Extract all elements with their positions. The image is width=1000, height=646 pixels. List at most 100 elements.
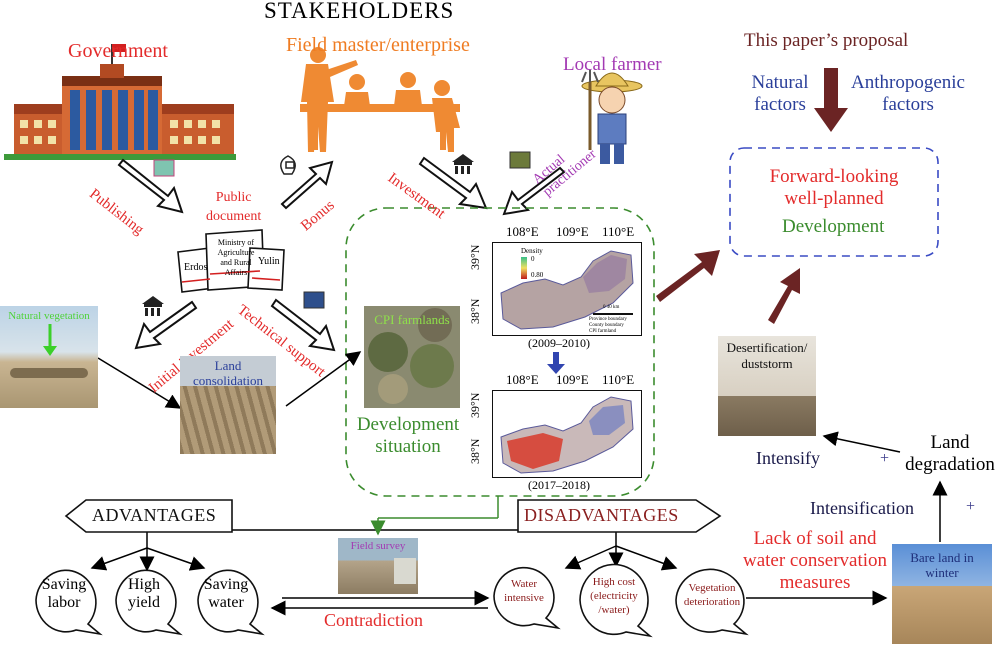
speech-bubbles [35,563,749,638]
map-2009-2010: 108°E 109°E 110°E 39°N 38°N Density 0 0.… [466,224,646,354]
lat-39-label: 39°N [468,392,482,418]
government-building-icon [4,44,236,160]
map-frame: Density 0 0.80 0 40 km Province boundary… [492,242,642,336]
map-down-arrow [547,352,565,374]
saving-labor-line-2: labor [47,594,81,611]
vegetation-line-1: Vegetation [688,582,736,594]
green-pointer-arrow [43,324,57,356]
land-consolidation-line-2: consolidation [192,373,264,388]
lon-108-label: 108°E [506,224,539,239]
anthropogenic-line-2: factors [882,94,934,115]
water-intensive-line-2: intensive [504,592,544,604]
density-min-label: 0 [531,255,535,263]
scale-label: 0 40 km [603,305,620,310]
development-label: Development [782,216,885,237]
sky [180,356,276,386]
saving-labor-bubble: Saving labor [34,576,94,620]
money-bag-icon [280,155,296,175]
public-document-line-1: Public [215,190,252,205]
map-2017-2018: 108°E 109°E 110°E 39°N 38°N (2017–2018) [466,372,646,494]
forward-looking-label: Forward-looking well-planned [734,166,934,210]
farmer-cartoon-icon [581,70,643,164]
saving-water-line-1: Saving [203,576,249,593]
forward-line-1: Forward-looking [769,166,899,187]
lon-110-label: 110°E [602,224,635,239]
map-frame [492,390,642,478]
advantages-banner [64,499,233,533]
development-situation-label: Development situation [352,414,464,458]
pivot-circle [418,308,452,342]
pivot-circle [368,332,408,372]
water-intensive-line-1: Water [511,578,537,590]
saving-labor-line-1: Saving [41,576,87,593]
lon-110-label: 110°E [602,372,635,387]
public-document-line-2: document [206,209,262,224]
map-shape [500,396,634,474]
pivot-circle [410,344,454,388]
government-label: Government [68,40,168,62]
natural-factors-label: Natural factors [744,72,816,116]
bare-land-line-1: Bare land in [910,550,974,565]
ministry-doc-label: Ministry of Agriculture and Rural Affair… [212,238,260,278]
anthropogenic-factors-label: Anthropogenic factors [846,72,970,116]
density-max-label: 0.80 [531,271,544,279]
technical-icon [303,291,325,309]
thick-arrows [656,68,848,324]
contradiction-label: Contradiction [324,610,423,630]
land-degradation-label: Land degradation [902,432,998,476]
map1-period-label: (2009–2010) [528,336,590,350]
lack-conservation-label: Lack of soil and water conservation meas… [740,528,890,594]
lat-38-label: 38°N [468,298,482,324]
lat-38-label: 38°N [468,438,482,464]
saving-water-line-2: water [208,594,244,611]
meeting-silhouette-icon [300,47,460,152]
local-farmer-label: Local farmer [563,54,662,75]
disadvantages-header: DISADVANTAGES [524,505,679,525]
land-degradation-line-1: Land [930,432,970,453]
high-cost-bubble: High cost (electricity /water) [578,576,650,620]
proposal-title: This paper’s proposal [744,30,909,51]
advantages-header: ADVANTAGES [92,505,217,525]
land-consolidation-line-1: Land [214,358,242,373]
erdos-doc-label: Erdos [184,262,208,273]
disadvantages-banner [517,499,722,533]
field-survey-caption: Field survey [350,540,406,552]
map-shape [500,250,634,330]
natural-vegetation-caption: Natural vegetation [8,310,90,322]
high-yield-bubble: High yield [114,576,174,620]
shrubs [10,368,88,378]
ministry-line-2: Agriculture [217,248,255,257]
proposal-box [729,147,939,257]
plus-sign: + [880,450,890,467]
documents-icon [177,229,285,293]
building [394,558,416,584]
natural-line-2: factors [754,94,806,115]
ministry-line-1: Ministry of [217,238,255,247]
map-legend: Province boundary County boundary CPI fa… [589,317,627,335]
vegetation-deterioration-bubble: Vegetation deterioration [674,582,750,616]
cpi-farmlands-caption: CPI farmlands [374,312,450,327]
green-connector [370,496,499,536]
natural-vegetation-photo: Natural vegetation [0,306,98,408]
density-color-bar [521,257,527,279]
high-cost-line-2: (electricity [590,590,638,602]
bank-icon [142,154,474,316]
high-yield-line-1: High [128,576,160,593]
density-legend-title: Density [521,247,543,255]
lack-line-2: water conservation [742,550,888,571]
lat-39-label: 39°N [468,244,482,270]
high-cost-line-1: High cost [592,576,636,588]
publishing-icon [153,159,175,177]
lon-108-label: 108°E [506,372,539,387]
forward-line-2: well-planned [784,188,884,209]
desertification-caption: Desertification/ duststorm [718,340,816,372]
practitioner-icon [509,151,531,169]
lon-109-label: 109°E [556,224,589,239]
field-survey-photo: Field survey [338,538,418,594]
desertification-photo: Desertification/ duststorm [718,336,816,436]
intensify-label: Intensify [756,448,820,468]
map2-period-label: (2017–2018) [528,478,590,492]
intensification-label: Intensification [810,498,914,518]
ministry-line-3: and Rural [220,258,252,267]
development-situation-line-1: Development [356,414,460,435]
